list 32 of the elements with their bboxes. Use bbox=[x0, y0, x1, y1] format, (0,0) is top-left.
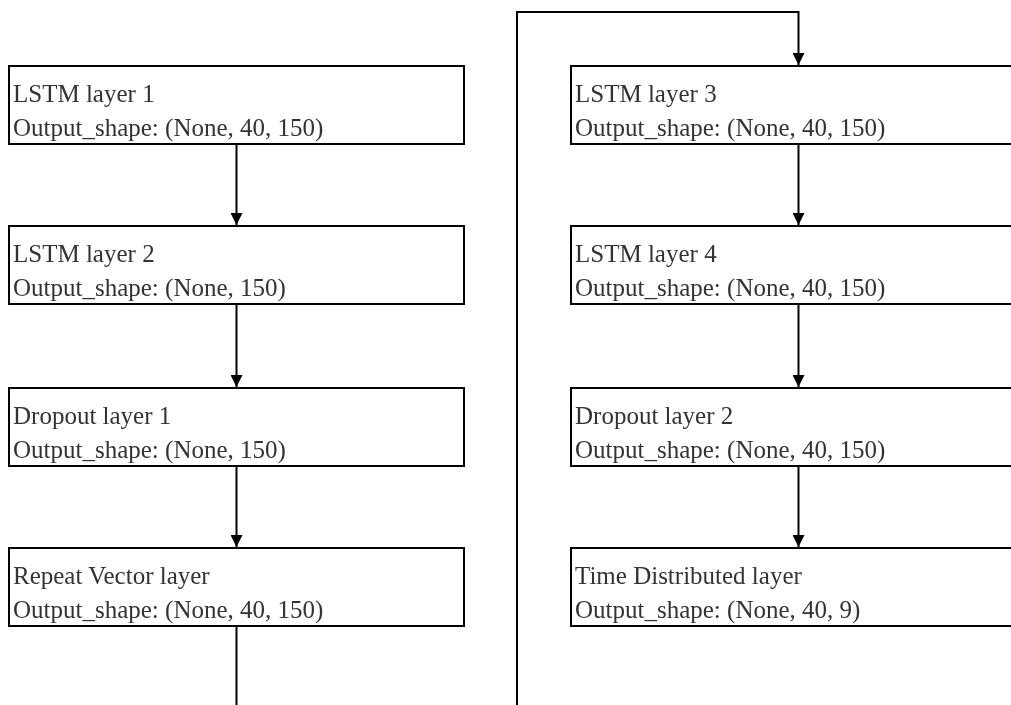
arrow bbox=[792, 144, 805, 226]
arrow bbox=[230, 466, 243, 548]
output-shape-text: Output_shape: (None, 40, 150) bbox=[575, 273, 887, 304]
arrow bbox=[230, 304, 243, 388]
layer-box bbox=[570, 225, 1011, 305]
layer-name: Repeat Vector layer bbox=[13, 561, 211, 591]
output-shape-text: Output_shape: (None, 40, 150) bbox=[13, 113, 325, 144]
layer-box bbox=[570, 547, 1011, 627]
layer-name: LSTM layer 2 bbox=[13, 239, 156, 269]
layer-box bbox=[8, 547, 465, 627]
layer-name: LSTM layer 4 bbox=[575, 239, 718, 269]
layer-name: Dropout layer 2 bbox=[575, 401, 735, 431]
connector-line bbox=[235, 626, 238, 705]
layer-box bbox=[8, 387, 465, 467]
output-shape-text: Output_shape: (None, 40, 150) bbox=[575, 435, 887, 466]
layer-box bbox=[570, 65, 1011, 145]
output-shape-text: Output_shape: (None, 40, 9) bbox=[575, 595, 862, 626]
layer-box bbox=[8, 65, 465, 145]
arrow bbox=[792, 466, 805, 548]
layer-box bbox=[570, 387, 1011, 467]
layer-name: Dropout layer 1 bbox=[13, 401, 173, 431]
arrow bbox=[792, 304, 805, 388]
arrow bbox=[230, 144, 243, 226]
output-shape-text: Output_shape: (None, 40, 150) bbox=[575, 113, 887, 144]
layer-name: LSTM layer 1 bbox=[13, 79, 156, 109]
layer-name: Time Distributed layer bbox=[575, 561, 803, 591]
output-shape-text: Output_shape: (None, 150) bbox=[13, 273, 287, 304]
output-shape-text: Output_shape: (None, 150) bbox=[13, 435, 287, 466]
arrow bbox=[516, 11, 805, 705]
output-shape-text: Output_shape: (None, 40, 150) bbox=[13, 595, 325, 626]
layer-name: LSTM layer 3 bbox=[575, 79, 718, 109]
layer-box bbox=[8, 225, 465, 305]
